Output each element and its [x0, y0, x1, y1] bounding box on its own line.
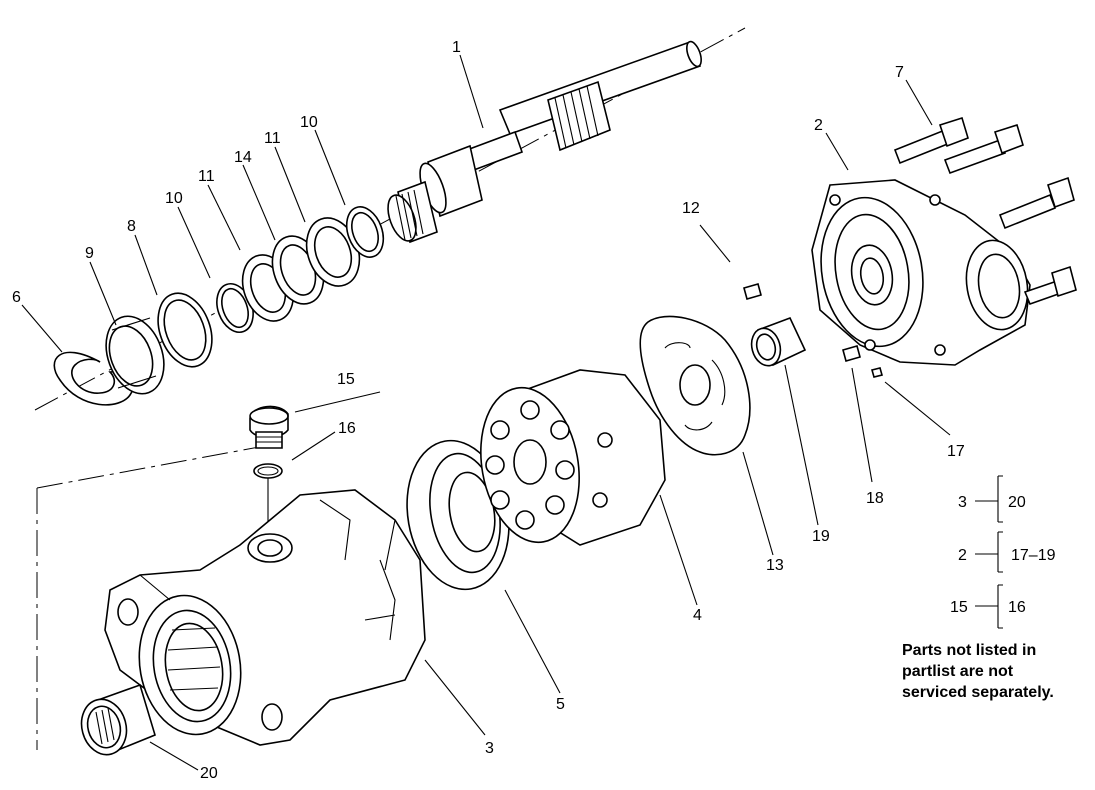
pin-part-17 [871, 367, 883, 378]
kit-contains-20: 20 [1008, 494, 1026, 511]
callout-5: 5 [556, 696, 565, 713]
housing-part-3 [104, 489, 426, 746]
pin-part-12 [743, 283, 762, 300]
callout-18: 18 [866, 490, 884, 507]
callout-12: 12 [682, 200, 700, 217]
end-cap-part-2 [811, 179, 1031, 366]
kit-reference-3-20: 3 20 [958, 475, 1026, 523]
plug-part-15 [249, 405, 289, 449]
thrust-bearing-part-14 [271, 235, 325, 305]
service-note: Parts not listed in partlist are not ser… [902, 640, 1092, 703]
leader-lines [21, 54, 951, 771]
kit-contains-16: 16 [1008, 599, 1026, 616]
service-note-line-2: partlist are not [902, 663, 1014, 680]
callout-9: 9 [85, 245, 94, 262]
shaft-part-1 [387, 40, 702, 244]
snap-ring-part-10-lower [216, 282, 254, 334]
callout-15: 15 [337, 371, 355, 388]
callout-10-lower: 10 [165, 190, 183, 207]
callout-19: 19 [812, 528, 830, 545]
callout-6: 6 [12, 289, 21, 306]
lower-centerline [36, 444, 271, 489]
callout-20: 20 [200, 765, 218, 782]
callout-17: 17 [947, 443, 965, 460]
callout-13: 13 [766, 557, 784, 574]
kit-assembly-15: 15 [950, 599, 968, 616]
callout-11-upper: 11 [264, 130, 281, 147]
kit-contains-17-19: 17–19 [1011, 547, 1056, 564]
callout-4: 4 [693, 607, 702, 624]
kit-reference-2-17-19: 2 17–19 [958, 531, 1056, 573]
cylinder-block-part-4 [480, 369, 666, 546]
kit-assembly-2: 2 [958, 547, 967, 564]
callout-2: 2 [814, 117, 823, 134]
callout-7: 7 [895, 64, 904, 81]
needle-bearing-part-19 [750, 316, 807, 367]
callout-11-lower: 11 [198, 168, 215, 185]
callout-3: 3 [485, 740, 494, 757]
thrust-washer-part-11-upper [305, 217, 361, 287]
o-ring-part-16 [253, 463, 283, 479]
needle-bearing-part-20 [80, 683, 156, 756]
callout-1: 1 [452, 39, 461, 56]
valve-plate-part-13 [639, 315, 751, 456]
seal-ring-part-8 [157, 292, 213, 368]
service-note-line-1: Parts not listed in [902, 642, 1037, 659]
kit-assembly-3: 3 [958, 494, 967, 511]
service-note-line-3: serviced separately. [902, 684, 1054, 701]
pin-part-18 [842, 345, 861, 362]
callout-16: 16 [338, 420, 356, 437]
callout-labels: 1 2 7 6 9 8 10 11 14 11 10 12 15 16 17 1… [12, 39, 965, 782]
bolts-part-7 [893, 116, 1077, 306]
snap-ring-part-10-upper [345, 206, 385, 258]
callout-10-upper: 10 [300, 114, 318, 131]
callout-14: 14 [234, 149, 252, 166]
callout-8: 8 [127, 218, 136, 235]
bearing-ring-part-9 [105, 315, 165, 395]
kit-reference-15-16: 15 16 [950, 584, 1026, 629]
